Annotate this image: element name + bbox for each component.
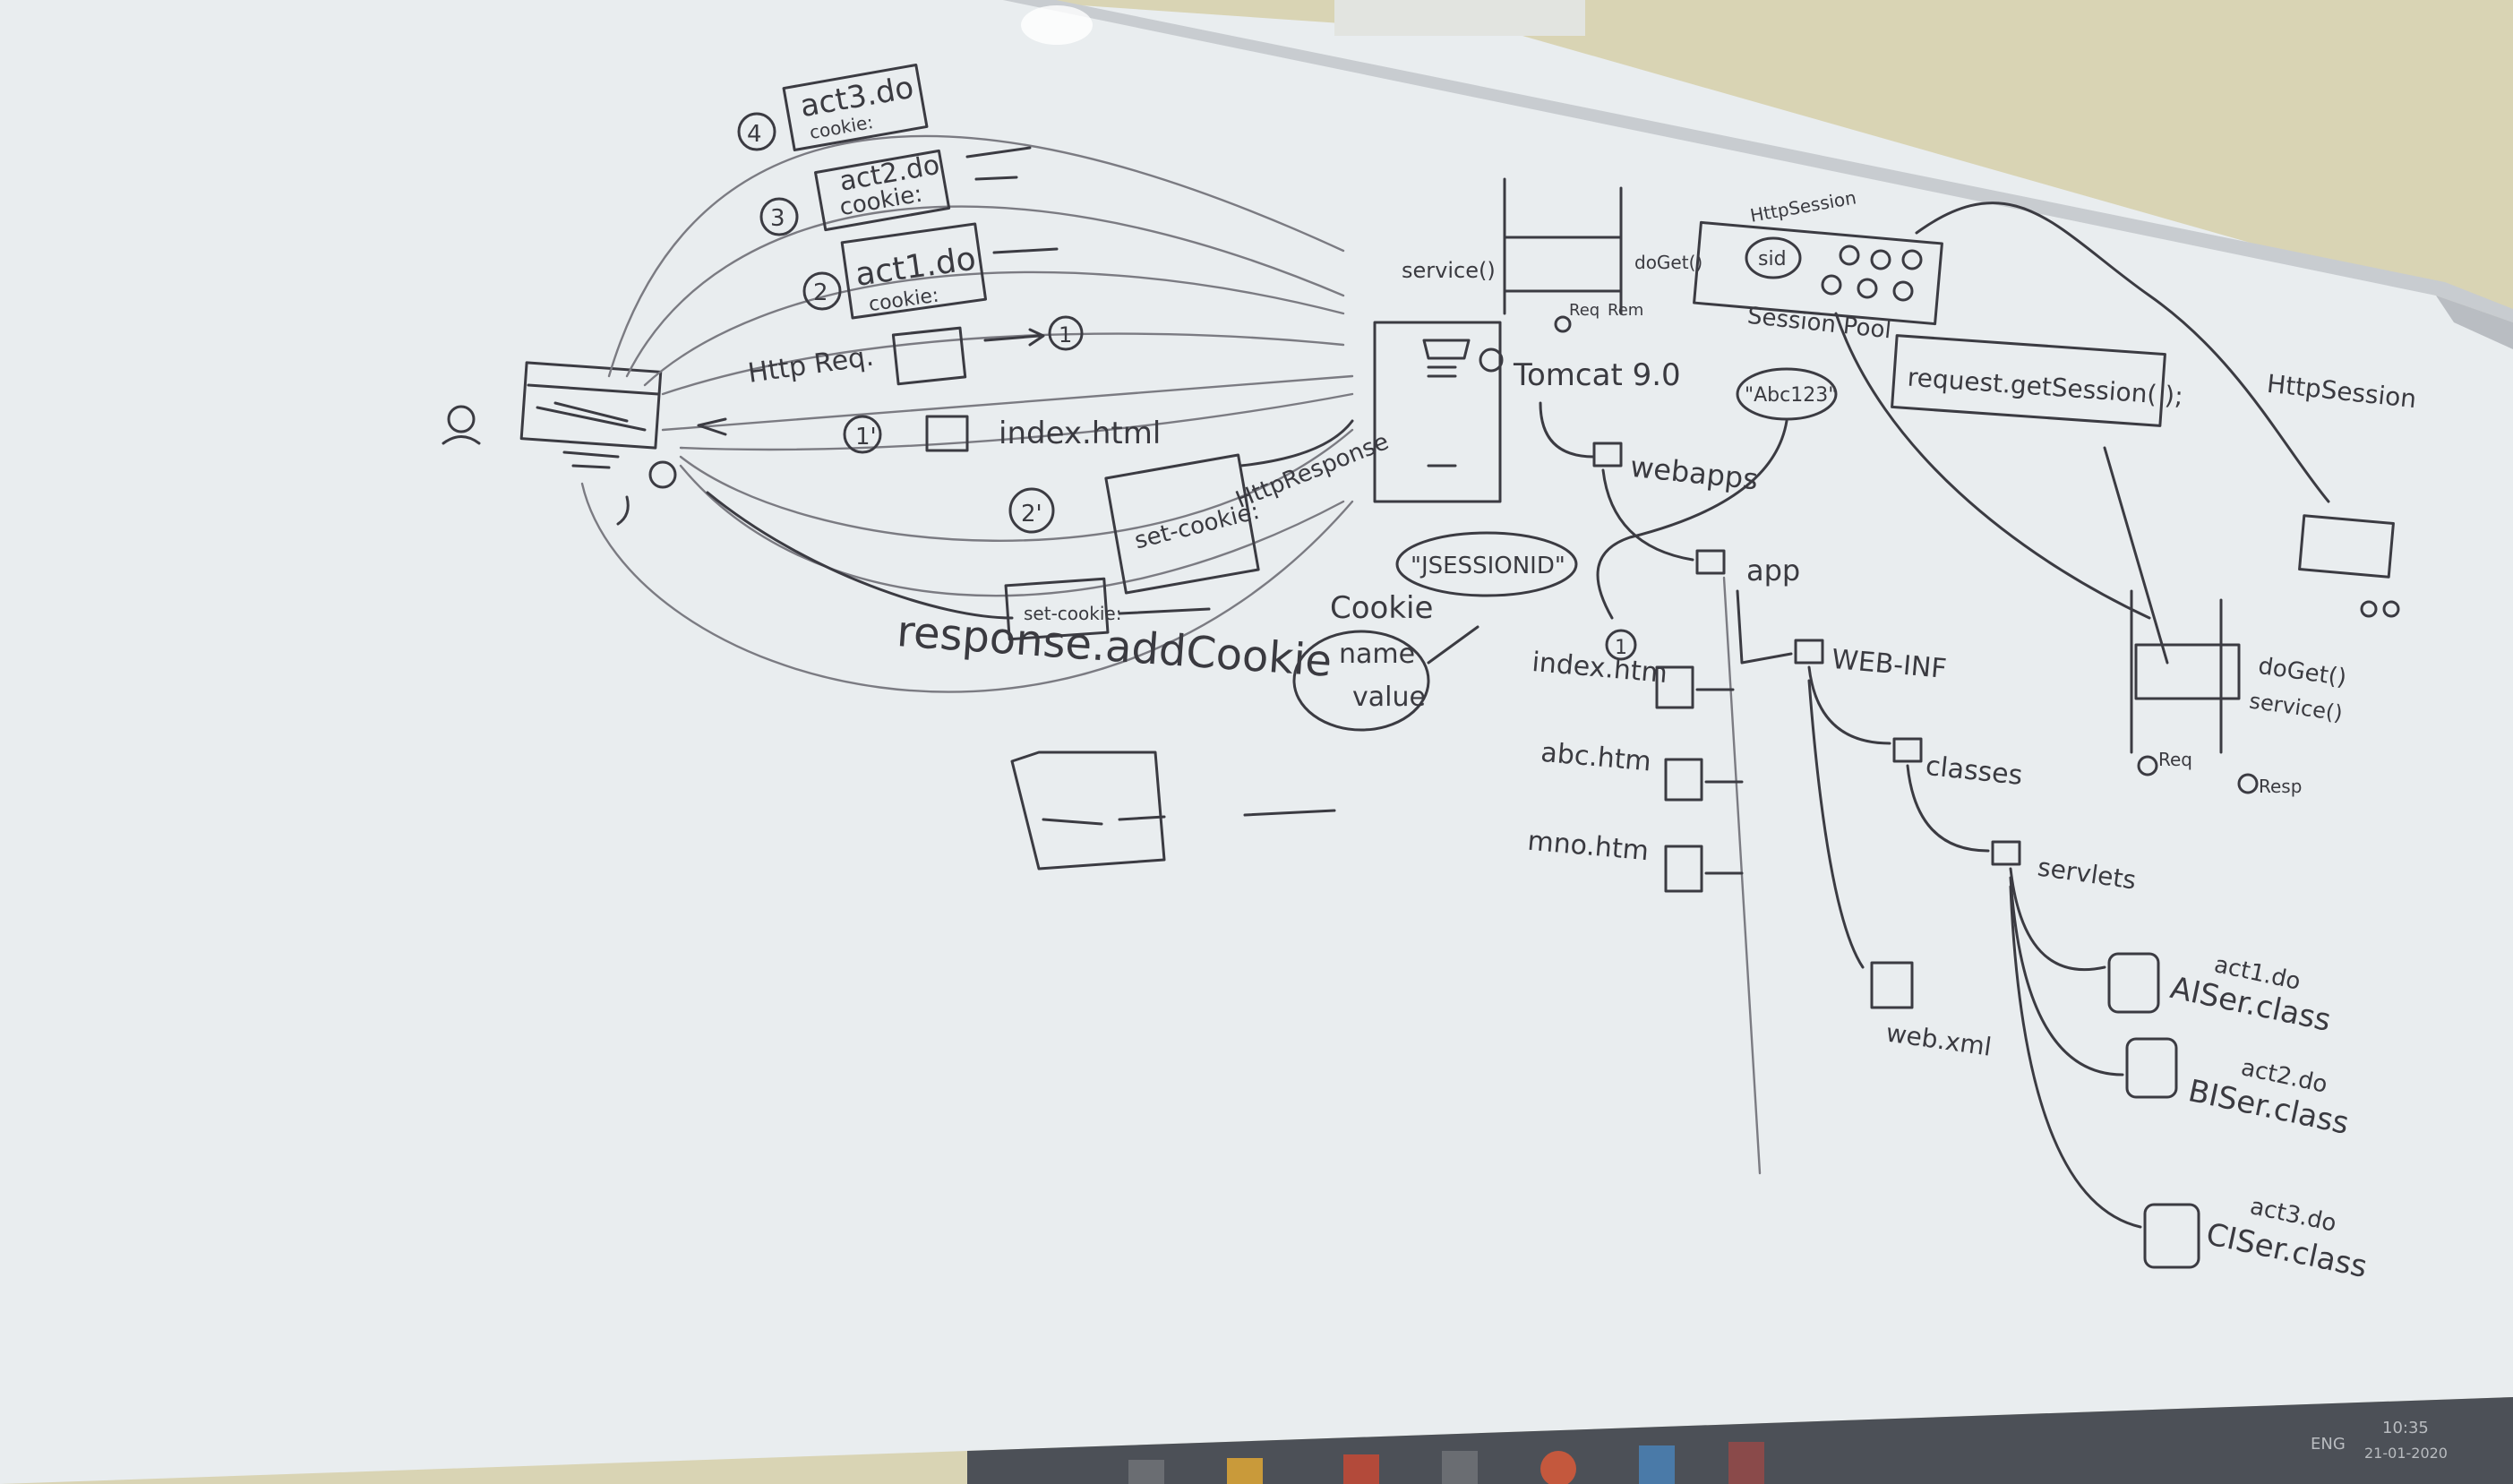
cookie-value: value	[1352, 682, 1426, 713]
cookie-label: Cookie	[1330, 590, 1433, 626]
taskbar-lang: ENG	[2311, 1435, 2346, 1454]
taskbar-icon-6[interactable]	[1639, 1445, 1675, 1484]
rem-label: Rem	[1608, 301, 1643, 320]
browser-window	[519, 361, 677, 526]
circle-1: 1	[1059, 322, 1072, 347]
projector	[1334, 0, 1585, 36]
taskbar-icon-1[interactable]	[1128, 1460, 1164, 1484]
sid-label: sid	[1758, 248, 1787, 270]
response-index: 1' index.html	[697, 415, 1161, 454]
jsessionid-label: "JSESSIONID"	[1411, 553, 1565, 579]
light-glare	[1021, 5, 1093, 45]
req-right-label: Req	[2158, 749, 2192, 770]
request-num-3: 3	[770, 205, 785, 232]
taskbar-time: 10:35	[2382, 1419, 2429, 1437]
index-html-label: index.html	[999, 416, 1161, 451]
set-cookie-box: set-cookie:	[706, 491, 1211, 641]
stick-figure	[442, 405, 481, 445]
taskbar-icon-7[interactable]	[1728, 1442, 1764, 1484]
doget-label: doGet()	[1634, 252, 1702, 273]
board-corner	[2436, 296, 2513, 349]
taskbar-icon-4[interactable]	[1442, 1451, 1478, 1484]
service-label: service()	[1402, 258, 1496, 283]
taskbar: ENG 10:35 21-01-2020	[967, 1397, 2513, 1484]
resp-1-num: 1'	[855, 424, 877, 450]
empty-box	[1010, 751, 1336, 871]
folder-app-icon[interactable]	[1227, 1458, 1263, 1484]
servlet-box-left: service() doGet() Req Rem	[1402, 177, 1702, 333]
resp-2-num: 2'	[1021, 501, 1042, 528]
cookie-name: name	[1339, 639, 1415, 670]
resp-right-label: Resp	[2259, 776, 2302, 797]
taskbar-date: 21-01-2020	[2364, 1445, 2448, 1462]
req-label: Req	[1569, 301, 1600, 320]
chrome-icon[interactable]	[1540, 1451, 1576, 1484]
cookie-object: Cookie name value "JSESSIONID"	[1292, 531, 1578, 732]
app-label: app	[1746, 553, 1800, 588]
request-num-2: 2	[813, 279, 828, 306]
index-file-marker: 1	[1615, 637, 1627, 659]
tomcat-server: Tomcat 9.0	[1373, 321, 1681, 503]
set-cookie-2: set-cookie:	[1024, 603, 1121, 624]
tomcat-label: Tomcat 9.0	[1513, 357, 1681, 393]
request-num-4: 4	[747, 121, 762, 148]
taskbar-icon-3[interactable]	[1343, 1454, 1379, 1484]
abc123-label: "Abc123"	[1745, 384, 1837, 407]
request-arcs	[580, 134, 1354, 693]
